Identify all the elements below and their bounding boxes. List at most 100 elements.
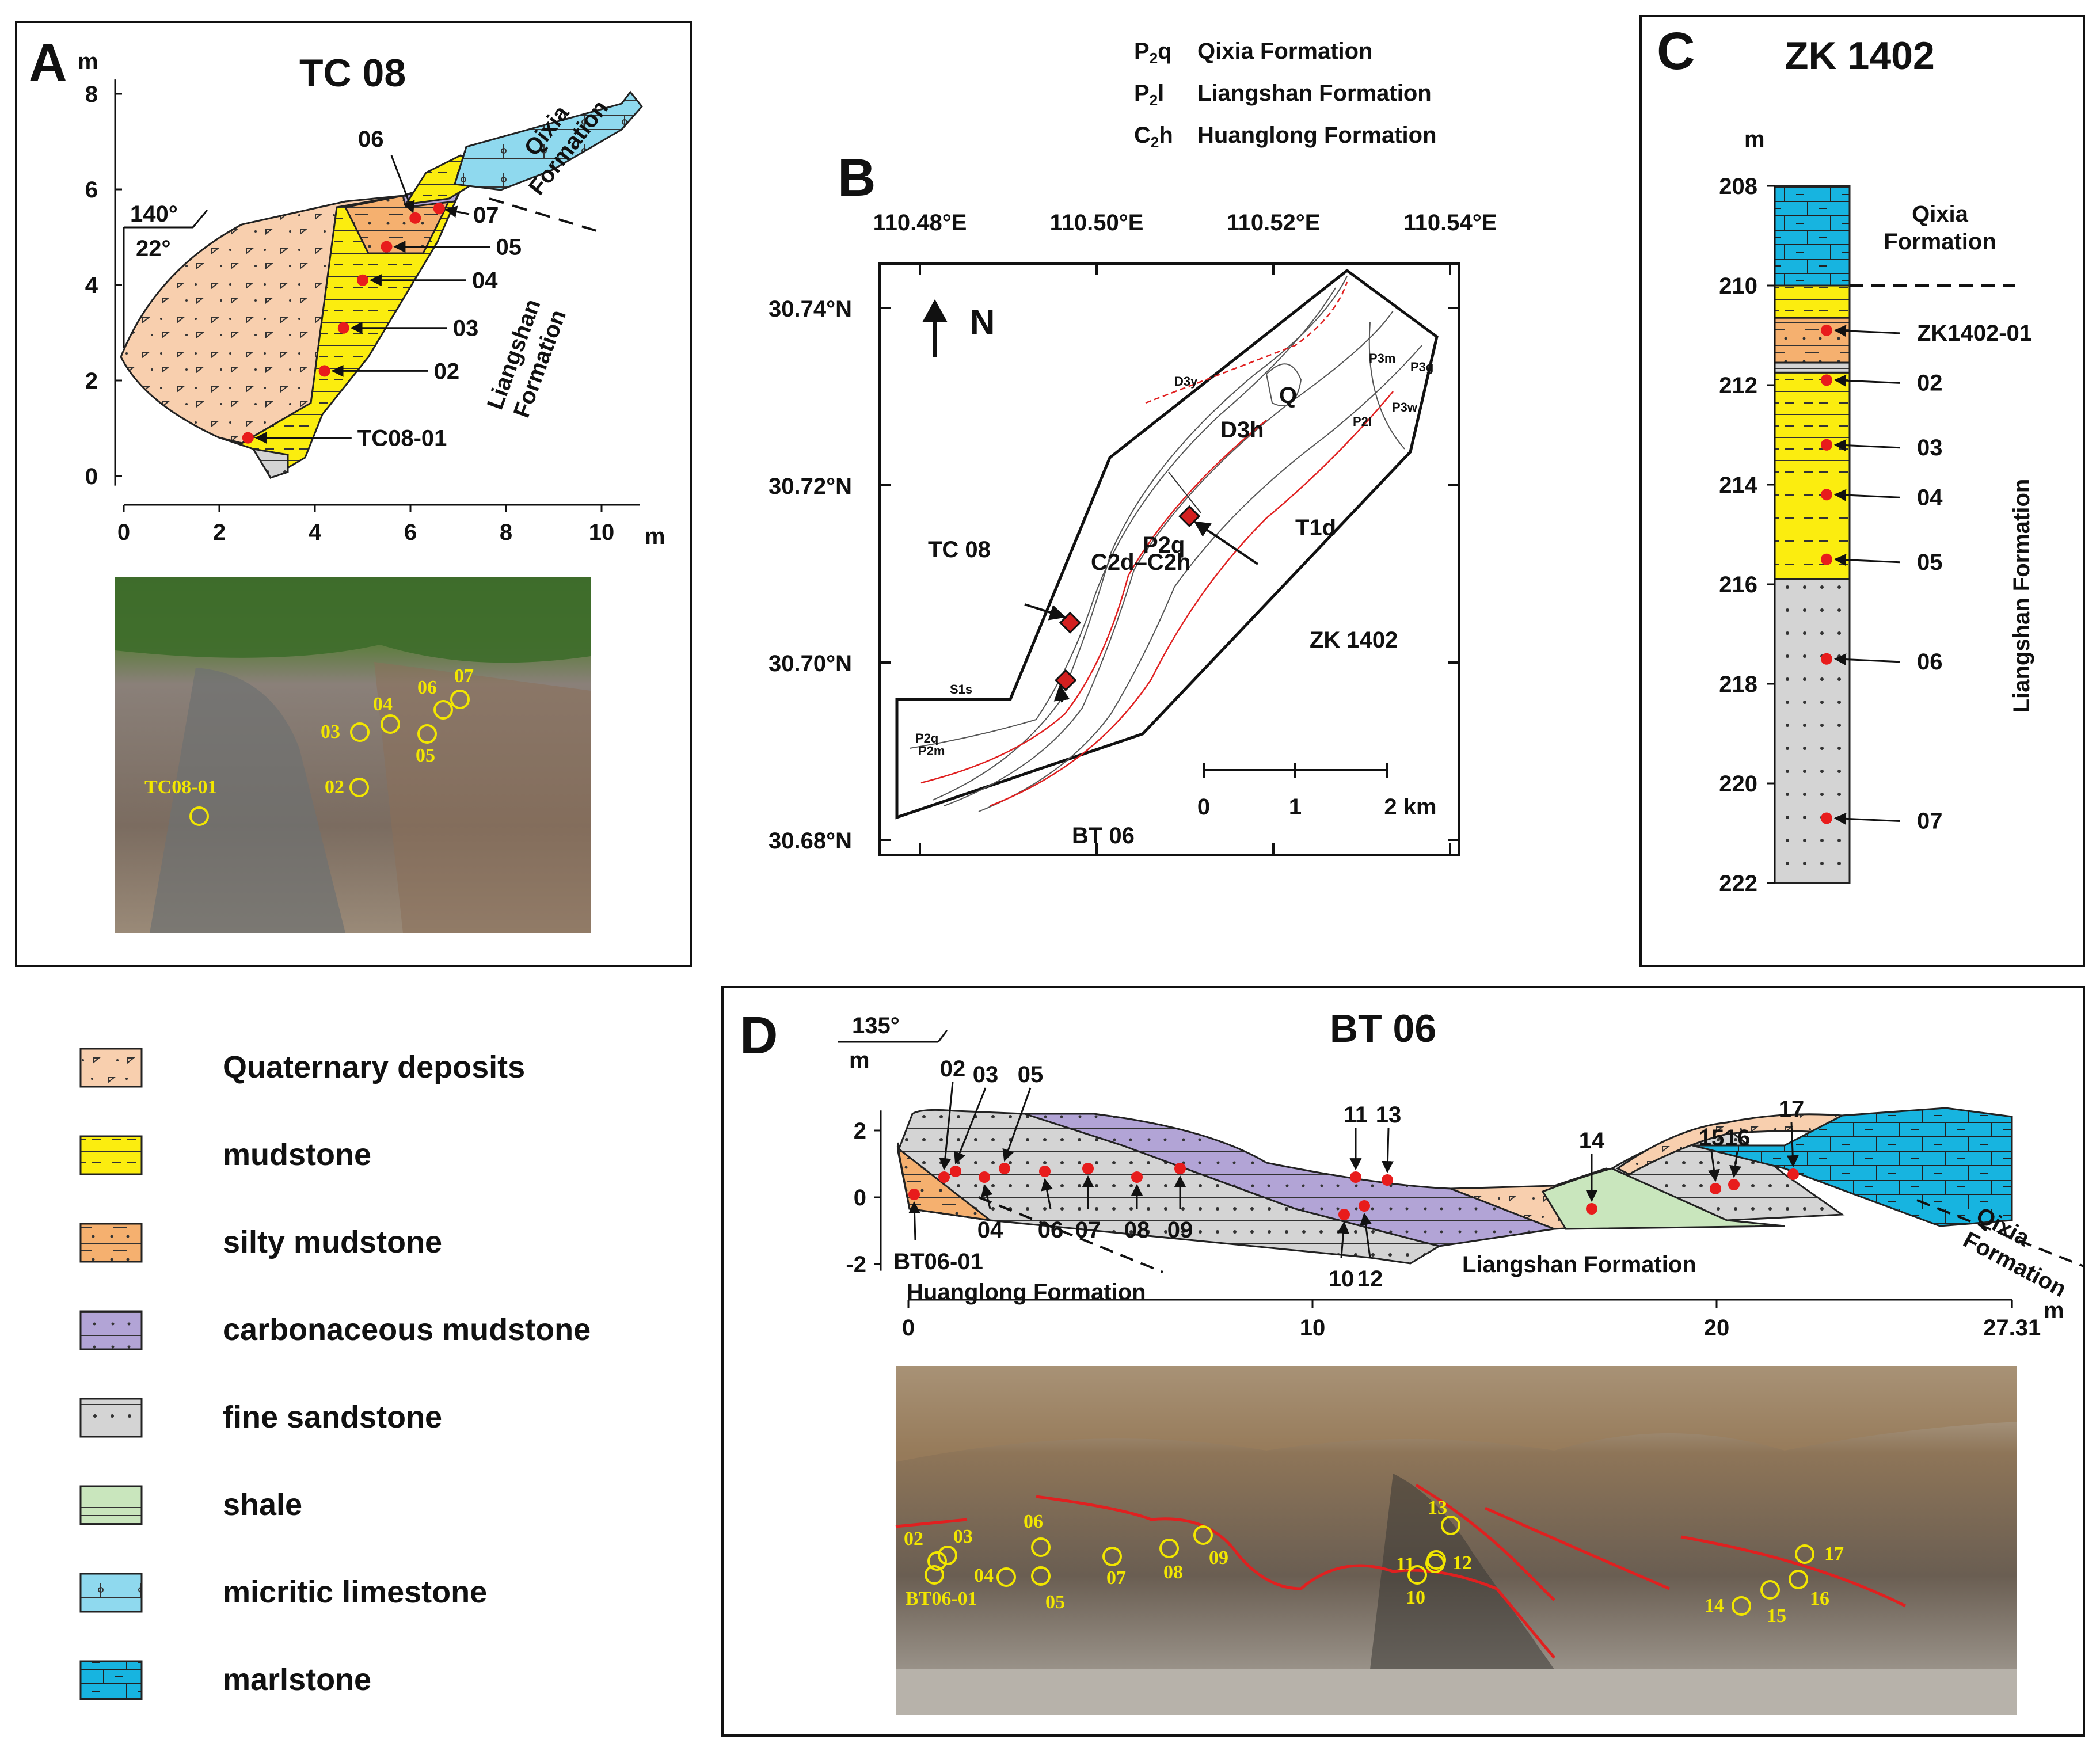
sample-label: 07 xyxy=(1917,809,1943,834)
longitude-label: 110.52°E xyxy=(1227,210,1321,235)
sample-arrow xyxy=(1833,325,1900,337)
north-label: N xyxy=(970,303,995,341)
photo-sample-label: 07 xyxy=(1106,1567,1126,1589)
sample-point xyxy=(1382,1174,1393,1186)
photo-sample-label: 02 xyxy=(904,1528,923,1550)
photo-sample-mark xyxy=(925,1565,944,1585)
latitude-label: 30.74°N xyxy=(769,296,852,322)
photo-sample-label: 03 xyxy=(953,1526,973,1547)
photo-sample-mark xyxy=(189,806,209,826)
sample-arrow xyxy=(1833,374,1900,387)
photo-sample-label: 08 xyxy=(1163,1562,1183,1583)
sample-label: 14 xyxy=(1579,1128,1605,1154)
sample-arrow xyxy=(1708,1151,1720,1182)
y-tick-label: 2 xyxy=(854,1118,866,1144)
map-frame xyxy=(878,262,1460,856)
photo-sample-label: 11 xyxy=(1396,1554,1414,1575)
map-unit-label: Q xyxy=(1279,383,1297,408)
bt06-section xyxy=(896,1107,2084,1273)
map-unit-labels: QD3hP2qC2d–C2hT1dD3yP3mP3gP3wP2lS1sP2qP2… xyxy=(915,351,1433,758)
photo-sample-label: 17 xyxy=(1824,1543,1844,1565)
sample-label: 03 xyxy=(973,1062,999,1087)
y-tick-label: 6 xyxy=(85,177,98,203)
map-unit-label: P3m xyxy=(1369,351,1395,366)
photo-sample-label: 09 xyxy=(1209,1547,1228,1569)
map-unit-label: P3w xyxy=(1392,400,1418,414)
depth-tick-label: 220 xyxy=(1719,771,1757,797)
photo-sample-mark xyxy=(1031,1537,1051,1557)
sample-point xyxy=(242,432,254,444)
map-legend-symbol: P2q xyxy=(1134,39,1172,67)
panel-d-y-axis: 20-2 xyxy=(846,1110,882,1277)
photo-sample-label: 07 xyxy=(454,665,474,687)
sample-label: 04 xyxy=(1917,485,1943,510)
latitude-label: 30.70°N xyxy=(769,651,852,676)
y-tick-label: 0 xyxy=(854,1185,866,1211)
sample-arrow xyxy=(390,155,415,214)
sample-arrow xyxy=(1729,1151,1741,1178)
column-layer xyxy=(1774,317,1851,364)
panel-d-frame xyxy=(721,986,2085,1737)
photo-sample-label: 16 xyxy=(1810,1588,1829,1609)
photo-sample-label: 03 xyxy=(321,721,340,743)
panel-d-x-unit: m xyxy=(2044,1298,2064,1323)
sample-point xyxy=(1586,1203,1597,1215)
sample-label: 12 xyxy=(1357,1266,1383,1292)
sample-point xyxy=(1039,1166,1051,1177)
photo-sample-mark xyxy=(381,714,400,734)
x-tick-label: 10 xyxy=(1300,1315,1326,1341)
sample-arrow xyxy=(1337,1221,1349,1258)
map-unit-label: S1s xyxy=(950,682,972,696)
photo-sample-label: 06 xyxy=(417,677,437,698)
photo-sample-label: 13 xyxy=(1428,1497,1447,1518)
map-legend-name: Huanglong Formation xyxy=(1197,123,1437,148)
photo-sample-mark xyxy=(1425,1554,1445,1573)
map-unit-label: D3h xyxy=(1220,417,1264,443)
photo-sample-mark xyxy=(996,1567,1016,1587)
sample-point xyxy=(381,241,393,253)
map-unit-label: P2m xyxy=(918,744,945,758)
photo-sample-label: 15 xyxy=(1767,1605,1786,1627)
depth-tick-label: 212 xyxy=(1719,373,1757,398)
sample-arrow xyxy=(908,1201,921,1241)
photo-sample-label: 06 xyxy=(1024,1511,1043,1532)
photo-sample-mark xyxy=(417,724,437,744)
sample-point xyxy=(950,1166,961,1177)
sample-label: 06 xyxy=(1038,1217,1064,1243)
sample-arrow xyxy=(1833,812,1900,825)
sample-arrow xyxy=(1833,489,1900,501)
y-tick-label: 2 xyxy=(85,368,98,394)
panel-c-y-unit: m xyxy=(1744,127,1765,152)
sample-point xyxy=(337,322,349,334)
sample-point xyxy=(1082,1163,1094,1174)
sample-arrow xyxy=(1786,1122,1799,1168)
sample-arrow xyxy=(1833,653,1900,666)
photo-sample-mark xyxy=(349,778,369,797)
sample-arrow xyxy=(981,1183,993,1209)
sample-point xyxy=(999,1163,1010,1174)
sample-label: 02 xyxy=(940,1056,966,1082)
sample-point xyxy=(1710,1183,1721,1194)
legend-swatch xyxy=(79,1660,143,1700)
sample-arrow xyxy=(1833,439,1900,452)
sample-label: 10 xyxy=(1329,1266,1355,1292)
sample-label: 16 xyxy=(1725,1125,1751,1151)
sample-arrow xyxy=(939,1082,954,1171)
y-tick-label: 0 xyxy=(85,464,98,489)
sample-point xyxy=(1821,374,1832,386)
site-label: TC 08 xyxy=(928,537,991,562)
photo-sample-label: 14 xyxy=(1705,1595,1724,1616)
legend-swatch xyxy=(79,1048,143,1088)
site-arrow xyxy=(1053,684,1070,703)
sample-label: ZK1402-01 xyxy=(1917,321,2032,346)
sample-label: 03 xyxy=(453,316,479,341)
legend-label: micritic limestone xyxy=(223,1575,487,1609)
sample-label: 17 xyxy=(1779,1097,1805,1122)
